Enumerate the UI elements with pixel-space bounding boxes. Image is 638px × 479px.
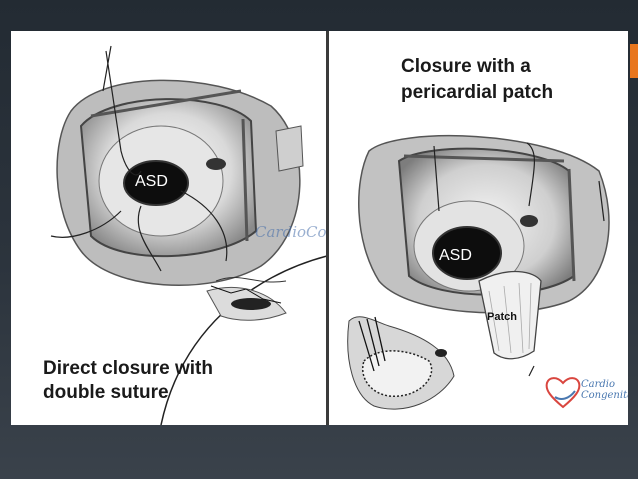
patch-label: Patch [487, 311, 517, 323]
asd-label-right: ASD [439, 247, 472, 264]
logo-text: Cardio Congenital [581, 379, 628, 401]
logo-line2: Congenital [581, 390, 628, 401]
heart-icon [545, 377, 581, 409]
logo-line1: Cardio [581, 379, 616, 390]
figure-panel: ASD CardioCongenitas.com.br Direct closu… [11, 31, 628, 425]
right-title-line2: pericardial patch [401, 82, 554, 103]
asd-label-left: ASD [135, 173, 168, 190]
patch-closure-figure: Closure with a pericardial patch ASD Pat… [329, 31, 628, 425]
panel-divider [326, 31, 329, 425]
direct-closure-illustration [50, 45, 327, 425]
right-title-line1: Closure with a [401, 56, 531, 77]
left-caption-line2: double suture [43, 382, 169, 403]
accent-bar [630, 44, 638, 78]
left-caption-line1: Direct closure with [43, 358, 213, 379]
direct-closure-figure: ASD CardioCongenitas.com.br Direct closu… [11, 31, 327, 425]
patch-closure-illustration [347, 135, 610, 410]
watermark: CardioCongenitas.com.br [255, 223, 327, 241]
